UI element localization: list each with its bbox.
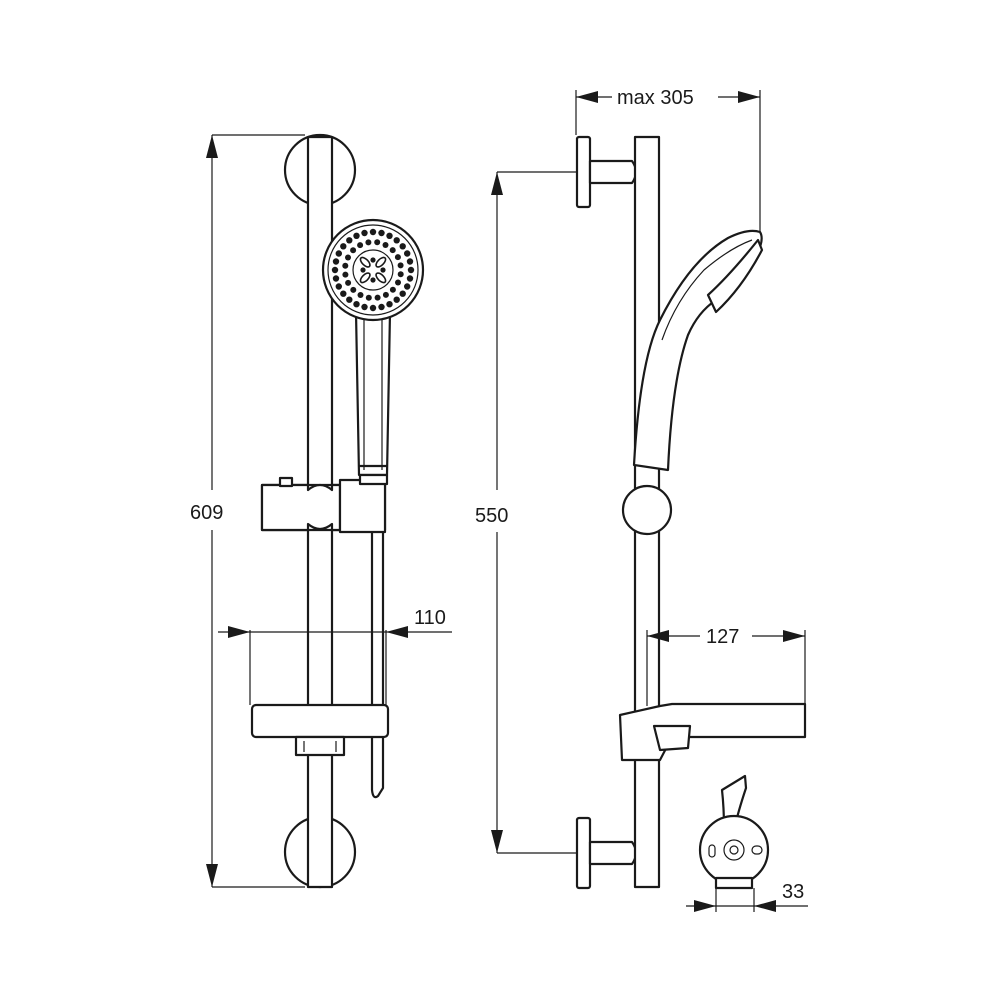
- nozzle: [393, 237, 400, 244]
- top-flange-side: [575, 135, 592, 209]
- nozzle: [342, 271, 349, 278]
- dimension-305: max 305: [575, 87, 761, 232]
- nozzle: [397, 271, 404, 278]
- nozzle: [369, 228, 377, 236]
- nozzle: [361, 303, 368, 311]
- nozzle: [332, 275, 340, 282]
- nozzle: [350, 247, 357, 254]
- nozzle: [397, 262, 404, 269]
- nozzle: [393, 296, 400, 303]
- nozzle: [406, 275, 414, 282]
- center-nozzle: [359, 272, 371, 284]
- soap-dish-front: [250, 703, 390, 757]
- dim-609-label: 609: [190, 502, 223, 524]
- hand-shower-side: [632, 229, 763, 472]
- nozzle: [350, 286, 357, 293]
- detail-holder-body: [698, 814, 770, 886]
- nozzle: [399, 290, 406, 297]
- nozzle: [353, 232, 360, 239]
- center-nozzle: [375, 256, 387, 268]
- nozzle: [399, 243, 406, 250]
- dim-305-label: max 305: [617, 87, 694, 109]
- soap-dish-side: [618, 702, 807, 762]
- hand-shower-handle: [354, 310, 392, 477]
- nozzle: [346, 237, 353, 244]
- nozzle: [407, 266, 415, 274]
- dimension-550: 550: [475, 171, 577, 854]
- nozzle: [389, 247, 396, 254]
- dimension-33: 33: [686, 881, 808, 912]
- nozzle: [345, 279, 352, 286]
- nozzle: [382, 242, 389, 248]
- nozzle: [365, 239, 372, 246]
- nozzle: [395, 279, 401, 286]
- nozzle: [342, 262, 349, 269]
- nozzle: [386, 301, 393, 308]
- nozzle: [374, 239, 381, 246]
- dim-127-label: 127: [706, 626, 739, 648]
- nozzle: [369, 304, 377, 312]
- nozzle: [340, 290, 347, 297]
- nozzle: [331, 266, 339, 274]
- dimension-110: 110: [218, 607, 452, 705]
- nozzle: [361, 229, 368, 237]
- dimension-609: 609: [190, 134, 305, 888]
- dim-33-label: 33: [782, 881, 804, 903]
- nozzle: [382, 291, 389, 298]
- nozzle: [404, 283, 411, 290]
- center-dot: [360, 267, 366, 273]
- nozzle: [404, 250, 411, 257]
- nozzle: [335, 283, 342, 290]
- nozzle: [340, 243, 347, 250]
- nozzle: [353, 301, 360, 308]
- ball-holder-side: [621, 484, 673, 536]
- dimension-127: 127: [646, 626, 806, 706]
- nozzle: [406, 258, 414, 265]
- nozzle: [346, 296, 353, 303]
- center-nozzle: [375, 272, 387, 284]
- dim-110-label: 110: [414, 607, 446, 629]
- shower-hose: [370, 518, 385, 799]
- side-view: max 305 550 127: [475, 87, 807, 890]
- nozzle: [357, 242, 364, 249]
- nozzle: [345, 254, 351, 261]
- nozzle: [374, 294, 381, 301]
- nozzle: [335, 250, 342, 257]
- nozzle: [394, 254, 401, 261]
- nozzle: [378, 303, 385, 311]
- nozzle: [386, 232, 393, 239]
- shower-head-front: [321, 218, 425, 322]
- nozzle: [357, 292, 364, 298]
- center-dot: [370, 277, 376, 283]
- center-dot: [370, 257, 376, 263]
- detail-view: 33: [686, 774, 808, 912]
- dim-550-label: 550: [475, 505, 508, 527]
- rail-slider: [260, 473, 389, 534]
- nozzle: [332, 258, 340, 265]
- nozzle: [378, 229, 385, 237]
- front-view: 609 110: [190, 133, 452, 889]
- bottom-flange-side: [575, 816, 592, 890]
- nozzle: [365, 294, 372, 301]
- nozzle: [389, 286, 396, 293]
- center-dot: [380, 267, 386, 273]
- center-nozzle: [359, 256, 371, 268]
